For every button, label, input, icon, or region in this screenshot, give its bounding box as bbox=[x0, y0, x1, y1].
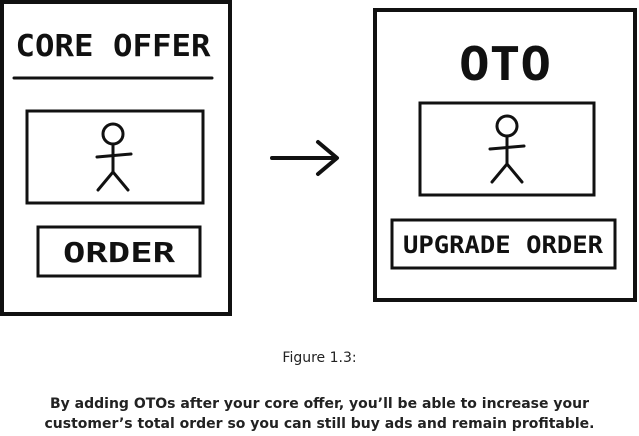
offer-flow-diagram: CORE OFFER ORDER OTO UPGRADE ORDER bbox=[0, 0, 637, 316]
upgrade-order-button[interactable] bbox=[390, 218, 617, 270]
order-button[interactable] bbox=[36, 225, 202, 278]
core-offer-panel: CORE OFFER ORDER bbox=[0, 0, 232, 316]
figure-caption: By adding OTOs after your core offer, yo… bbox=[0, 394, 639, 434]
core-offer-title: CORE OFFER bbox=[16, 29, 212, 64]
core-offer-frame bbox=[0, 0, 232, 316]
core-offer-image-box bbox=[25, 109, 205, 205]
oto-image-box bbox=[418, 101, 596, 197]
upgrade-order-button-label: UPGRADE ORDER bbox=[403, 231, 604, 259]
stick-figure-icon bbox=[488, 114, 526, 184]
right-arrow-icon bbox=[270, 140, 339, 176]
caption-line-2: customer’s total order so you can still … bbox=[44, 416, 595, 432]
caption-line-1: By adding OTOs after your core offer, yo… bbox=[50, 396, 589, 412]
oto-panel: OTO UPGRADE ORDER bbox=[373, 8, 637, 302]
oto-frame bbox=[373, 8, 637, 302]
oto-title: OTO bbox=[459, 37, 551, 91]
stick-figure-icon bbox=[95, 122, 133, 192]
figure-label: Figure 1.3: bbox=[282, 350, 357, 366]
order-button-label: ORDER bbox=[63, 236, 175, 269]
